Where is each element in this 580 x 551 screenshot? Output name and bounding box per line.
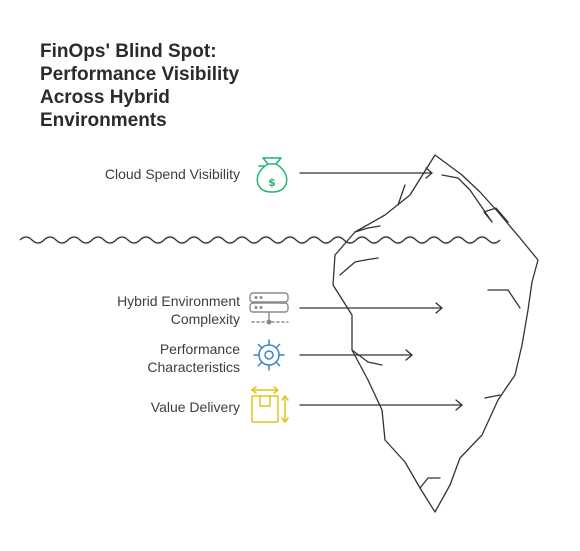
title-line-2: Performance Visibility — [40, 64, 240, 85]
label-cloud-spend-visibility: Cloud Spend Visibility — [105, 165, 240, 183]
water-line — [19, 236, 501, 244]
iceberg-outline — [332, 154, 539, 513]
money-bag-icon: $ — [256, 157, 288, 193]
crease-5 — [339, 257, 379, 276]
crease-4 — [483, 207, 509, 223]
crease-8 — [484, 394, 501, 399]
iceberg-crease-lines — [339, 174, 521, 489]
label-hybrid-environment-complexity: Hybrid Environment Complexity — [117, 292, 240, 328]
crease-9 — [419, 477, 441, 489]
crease-1 — [441, 174, 493, 223]
gear-icon — [253, 339, 285, 371]
crease-3 — [354, 225, 381, 233]
title-line-1: FinOps' Blind Spot: — [40, 41, 217, 62]
arrows — [299, 167, 463, 411]
crease-7 — [351, 349, 383, 366]
label-line: Value Delivery — [150, 399, 240, 415]
arrow-value-delivery — [299, 399, 463, 411]
title-line-3: Across Hybrid — [40, 87, 170, 108]
server-network-icon — [249, 292, 289, 325]
arrow-performance — [299, 349, 413, 361]
crease-2 — [397, 184, 406, 206]
package-icon — [251, 386, 289, 423]
diagram-title: FinOps' Blind Spot: Performance Visibili… — [40, 40, 300, 132]
label-line: Characteristics — [147, 359, 240, 375]
title-line-4: Environments — [40, 110, 167, 131]
label-line: Complexity — [170, 311, 240, 327]
label-line: Cloud Spend Visibility — [104, 166, 240, 182]
arrow-hybrid-environment — [299, 302, 443, 314]
arrow-cloud-spend — [299, 167, 433, 179]
label-line: Performance — [159, 341, 240, 357]
label-line: Hybrid Environment — [117, 293, 240, 309]
svg-text:$: $ — [268, 176, 276, 189]
crease-6 — [487, 289, 521, 309]
label-performance-characteristics: Performance Characteristics — [147, 340, 240, 376]
label-value-delivery: Value Delivery — [151, 398, 240, 416]
